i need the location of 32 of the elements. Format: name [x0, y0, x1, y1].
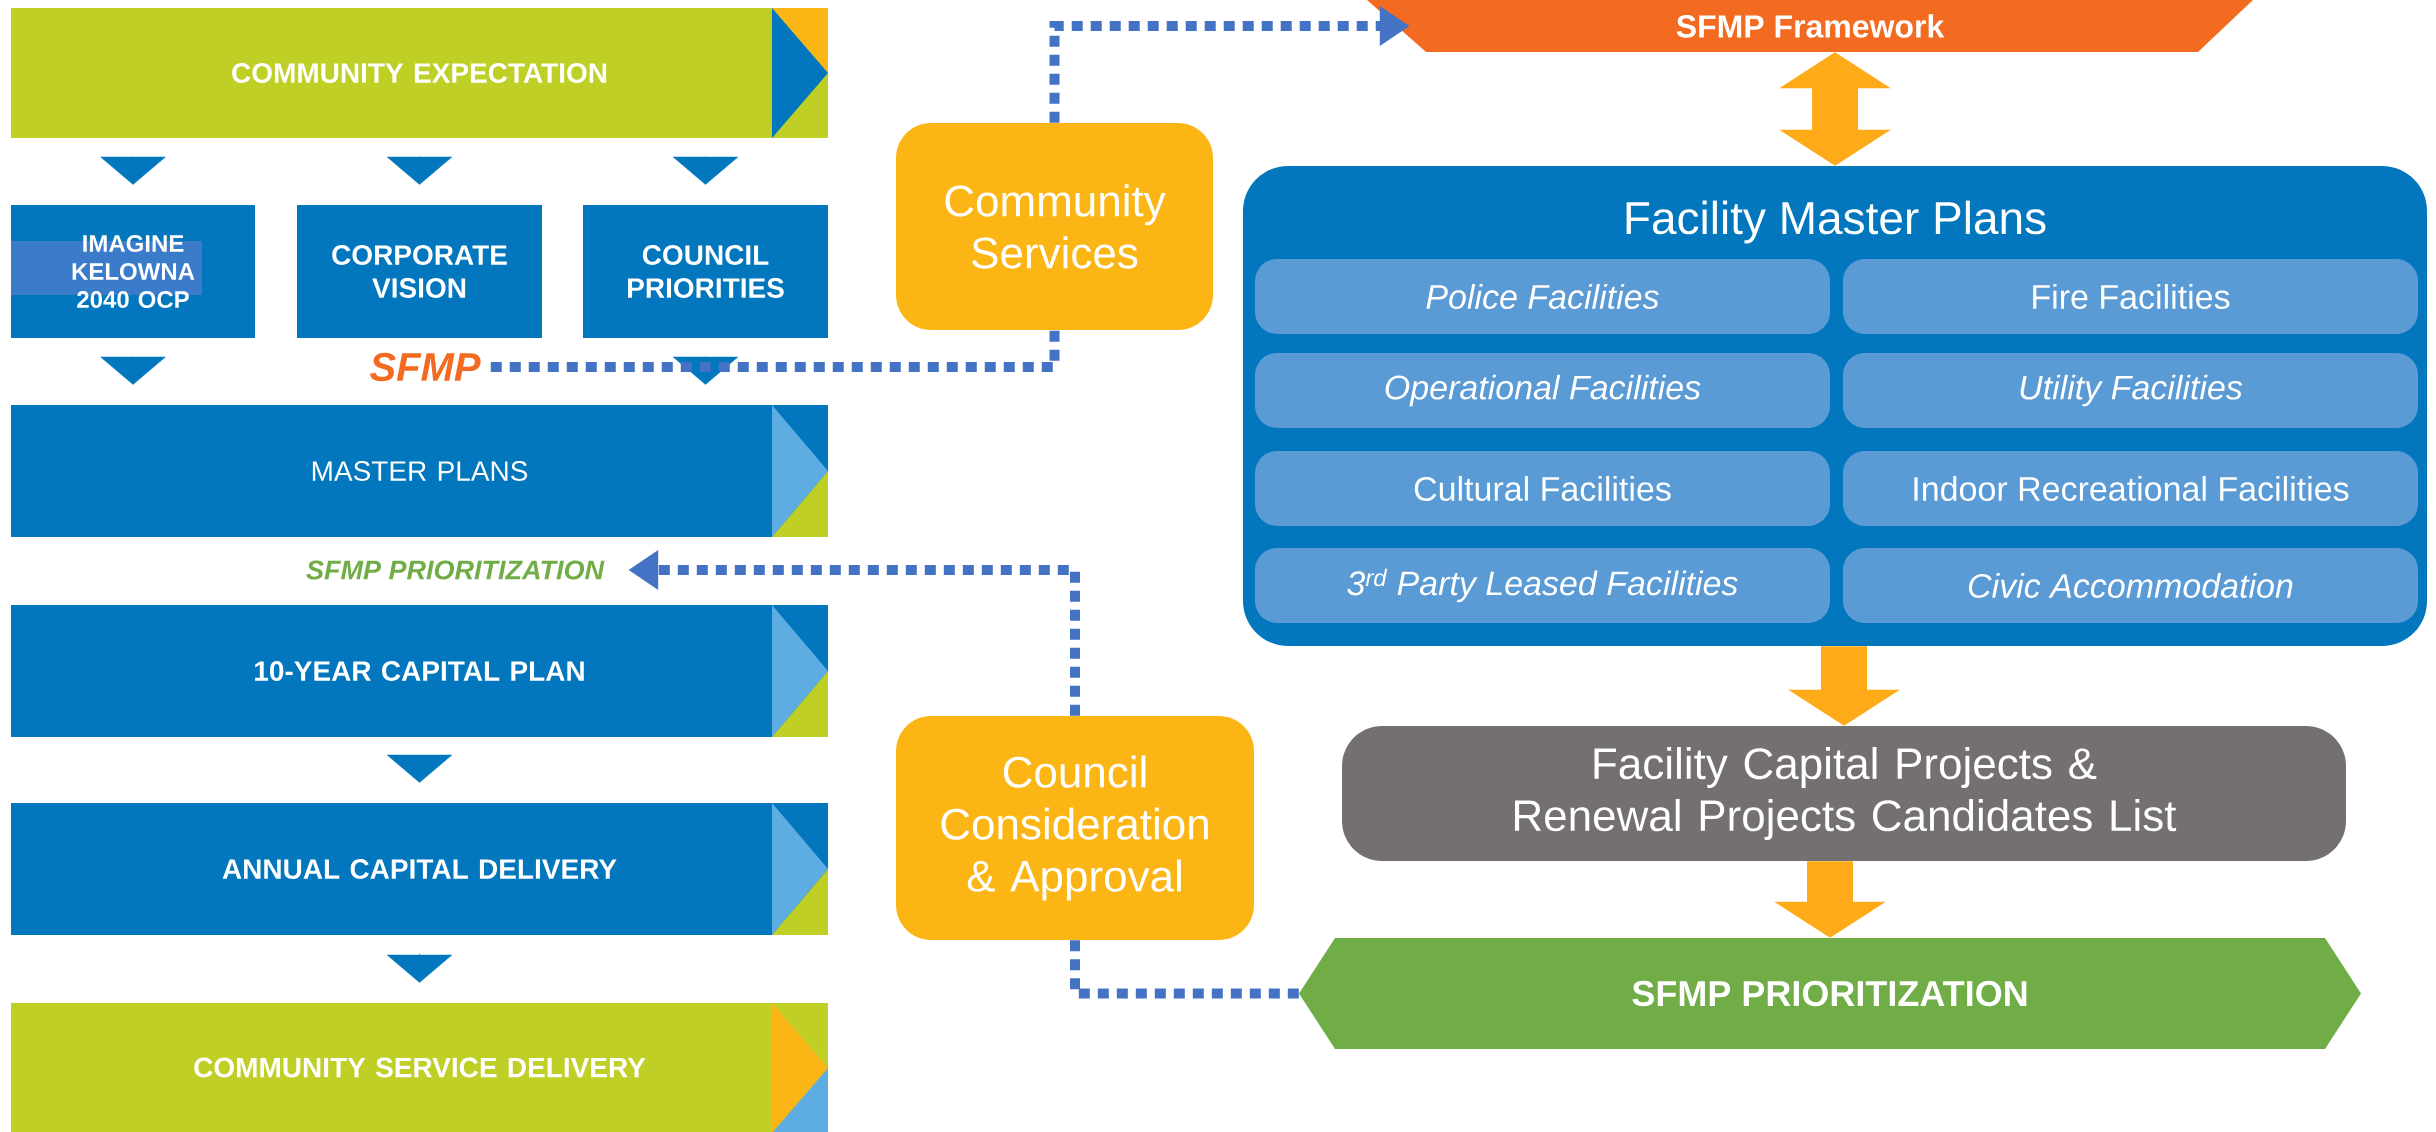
rounded-box: Facility Capital Projects & Renewal Projects Candidates List	[1342, 726, 2346, 861]
hexagon-banner: SFMP PRIORITIZATION	[1299, 938, 2361, 1049]
process-box: COUNCIL PRIORITIES	[583, 205, 828, 338]
rounded-box: Operational Facilities	[1255, 353, 1830, 428]
chevron-arrow	[100, 355, 166, 385]
process-bar: COMMUNITY EXPECTATION	[11, 8, 828, 138]
process-box: IMAGINE KELOWNA 2040 OCP	[11, 205, 255, 338]
rounded-box: Fire Facilities	[1843, 259, 2418, 334]
rounded-box: 3$^{rd}$ Party Leased Facilities	[1255, 548, 1830, 623]
rounded-box: Utility Facilities	[1843, 353, 2418, 428]
dotted-line	[490, 330, 1060, 372]
rounded-box: Indoor Recreational Facilities	[1843, 451, 2418, 526]
chevron-arrow	[386, 952, 453, 983]
rounded-box: Council Consideration & Approval	[896, 716, 1254, 940]
rounded-box: Community Services	[896, 123, 1213, 330]
dotted-line	[1070, 940, 1299, 999]
flow-label: SFMP PRIORITIZATION	[306, 560, 605, 580]
process-box: CORPORATE VISION	[297, 205, 542, 338]
rounded-box: Cultural Facilities	[1255, 451, 1830, 526]
process-bar: COMMUNITY SERVICE DELIVERY	[11, 1003, 828, 1132]
chevron-arrow	[100, 155, 166, 185]
chevron-arrow	[672, 355, 739, 385]
trapezoid-banner: SFMP Framework	[1367, 0, 2253, 52]
rounded-box: Police Facilities	[1255, 259, 1830, 334]
process-bar: ANNUAL CAPITAL DELIVERY	[11, 803, 828, 935]
rounded-box: Civic Accommodation	[1843, 548, 2418, 623]
chevron-arrow	[386, 155, 453, 185]
chevron-arrow	[386, 754, 453, 783]
chevron-arrow	[672, 155, 739, 185]
flow-label: SFMP	[369, 352, 481, 382]
process-bar: MASTER PLANS	[11, 405, 828, 537]
process-bar: 10-YEAR CAPITAL PLAN	[11, 605, 828, 737]
